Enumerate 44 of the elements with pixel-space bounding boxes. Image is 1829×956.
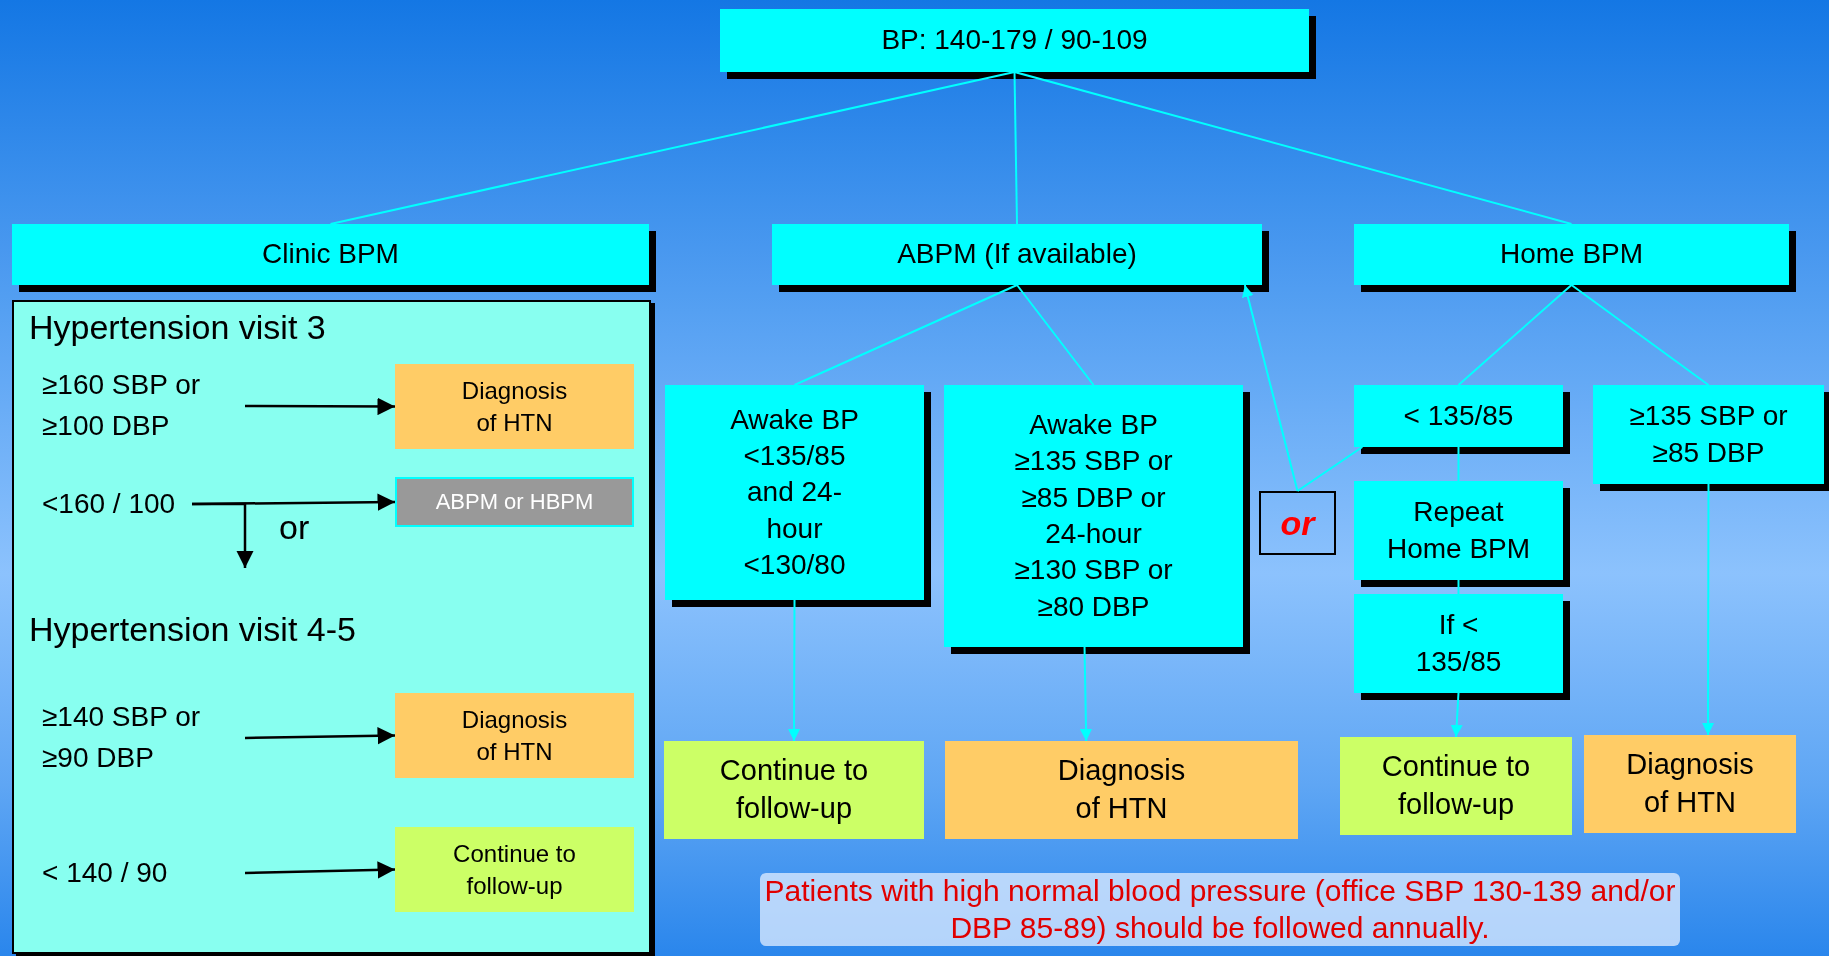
box-label: Continue to follow-up bbox=[452, 839, 577, 901]
arrow bbox=[244, 727, 396, 745]
or-text: or bbox=[1280, 503, 1315, 543]
box-label: Awake BP ≥135 SBP or ≥85 DBP or 24-hour ≥130 SBP or ≥80 DBP bbox=[1013, 407, 1174, 624]
result-box bbox=[945, 741, 1298, 839]
or-box bbox=[1259, 491, 1336, 555]
result-box bbox=[1584, 735, 1796, 833]
box-label: Diagnosis of HTN bbox=[460, 705, 569, 767]
box-label: ABPM (If available) bbox=[897, 237, 1137, 272]
arrow bbox=[1080, 646, 1092, 742]
arrow bbox=[788, 599, 801, 742]
process-box bbox=[395, 477, 634, 527]
box-label: Continue to follow-up bbox=[718, 753, 870, 826]
arrow bbox=[1702, 483, 1715, 736]
result-box bbox=[664, 741, 924, 839]
note-text: Patients with high normal blood pressure (office SBP 130-139 and/or DBP 85-89) should be followed annually. bbox=[760, 873, 1680, 947]
box-label: Awake BP <135/85 and 24-hour <130/80 bbox=[729, 402, 860, 583]
condition-text: <160 / 100 bbox=[42, 485, 192, 523]
box-label: Clinic BPM bbox=[262, 237, 399, 272]
box-label: ABPM or HBPM bbox=[435, 489, 594, 515]
box-label: If < 135/85 bbox=[1414, 608, 1503, 679]
arrow bbox=[1450, 692, 1463, 738]
box-label: < 135/85 bbox=[1403, 398, 1514, 433]
arrow bbox=[245, 397, 395, 416]
box-label: Diagnosis of HTN bbox=[1625, 747, 1755, 820]
section-heading: Hypertension visit 4-5 bbox=[29, 610, 356, 649]
condition-text: < 140 / 90 bbox=[42, 853, 245, 893]
box-label: Repeat Home BPM bbox=[1385, 495, 1532, 566]
box-label: Diagnosis of HTN bbox=[460, 376, 569, 438]
condition-text: ≥160 SBP or ≥100 DBP bbox=[42, 362, 245, 450]
result-box bbox=[395, 693, 634, 778]
box-label: Diagnosis of HTN bbox=[1056, 753, 1187, 826]
result-box bbox=[395, 827, 634, 912]
box-label: Continue to follow-up bbox=[1380, 749, 1532, 822]
box-label: ≥135 SBP or ≥85 DBP bbox=[1628, 399, 1789, 470]
box-label: BP: 140-179 / 90-109 bbox=[881, 23, 1148, 58]
arrow bbox=[192, 502, 254, 568]
result-box bbox=[395, 364, 634, 449]
box-label: Home BPM bbox=[1499, 237, 1644, 272]
arrow bbox=[1242, 284, 1299, 492]
section-heading: Hypertension visit 3 bbox=[29, 308, 326, 347]
arrow bbox=[244, 861, 396, 879]
condition-text: ≥140 SBP or ≥90 DBP bbox=[42, 694, 245, 782]
result-box bbox=[1340, 737, 1572, 835]
